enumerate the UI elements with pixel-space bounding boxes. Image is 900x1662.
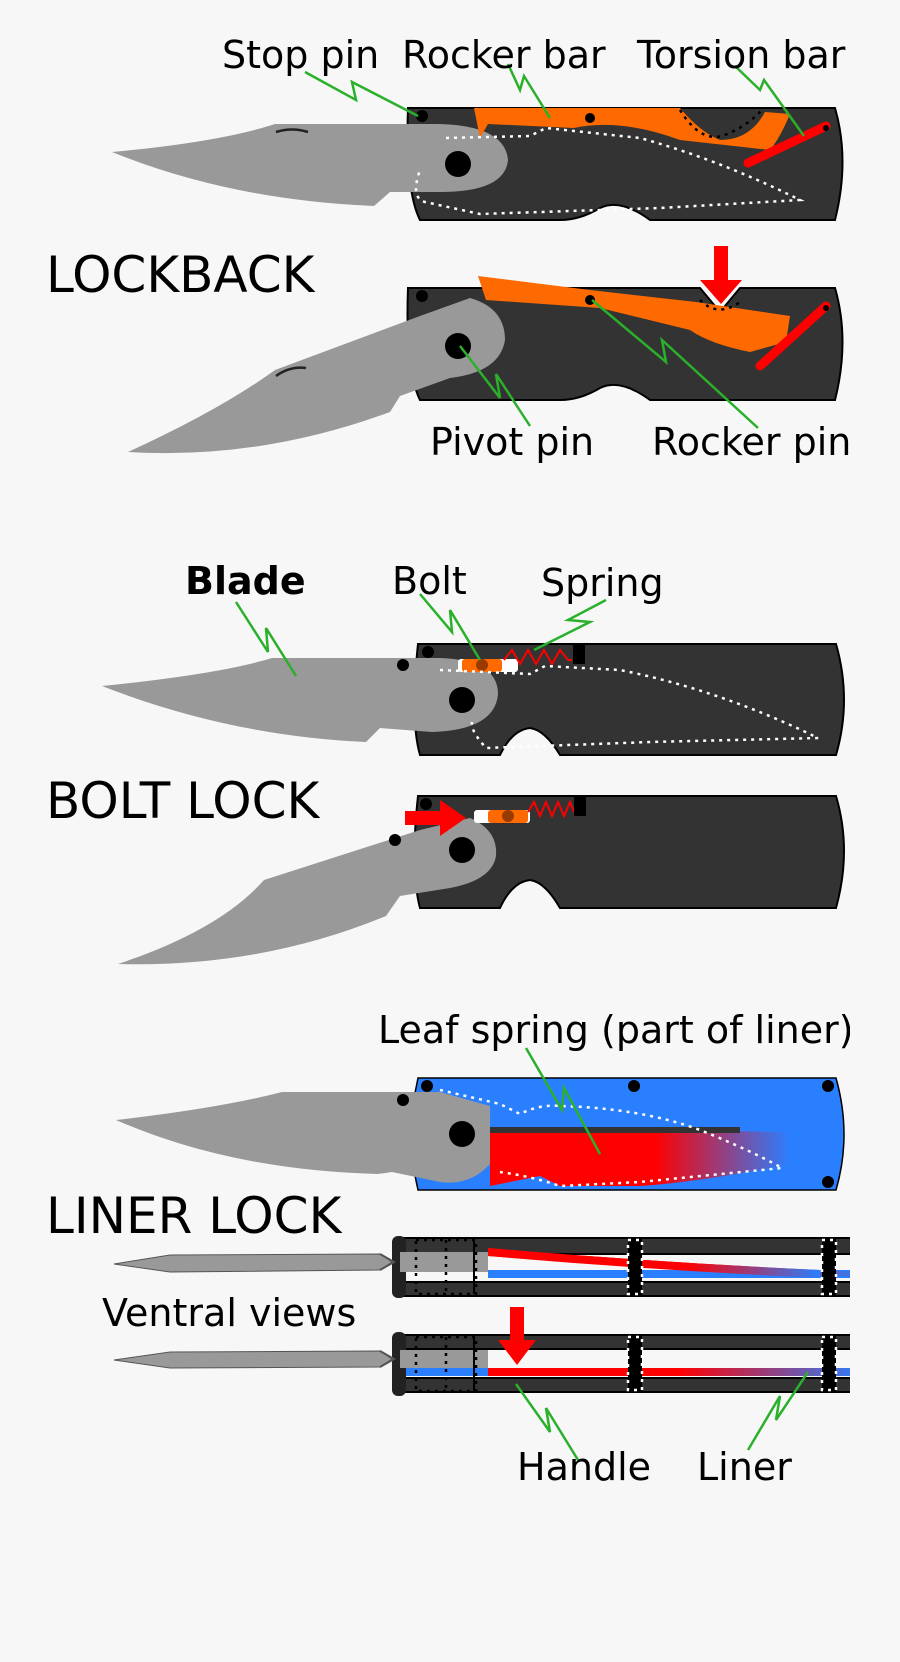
lockback-closing-knife bbox=[128, 246, 844, 454]
spring-stop bbox=[573, 644, 585, 664]
push-arrow bbox=[405, 800, 466, 836]
leaf-spring-bend bbox=[487, 1248, 821, 1278]
pivot-pin bbox=[449, 837, 475, 863]
ventral-view-locked bbox=[113, 1236, 850, 1298]
bolt-lock-title: BOLT LOCK bbox=[46, 772, 321, 830]
torsion-bar-label: Torsion bar bbox=[636, 33, 846, 77]
pivot-pin-label: Pivot pin bbox=[430, 420, 594, 464]
liner-strip bbox=[488, 1270, 850, 1278]
torsion-bar bbox=[743, 121, 831, 168]
leaf-spring bbox=[490, 1128, 790, 1186]
blade-edge bbox=[113, 1253, 393, 1273]
leader-rocker-pin bbox=[591, 299, 759, 429]
rocker-notch-outline bbox=[699, 299, 741, 311]
blade-tang bbox=[400, 1252, 488, 1272]
blade-edge bbox=[113, 1350, 393, 1369]
leaf-spring-edge bbox=[490, 1127, 740, 1133]
blade bbox=[102, 658, 498, 742]
closed-blade-outline bbox=[439, 1088, 787, 1188]
leader-stop-pin bbox=[304, 70, 419, 118]
rocker-pin-label: Rocker pin bbox=[652, 420, 851, 464]
lockback-open-knife bbox=[112, 63, 844, 221]
rocker-bar-label: Rocker bar bbox=[402, 33, 606, 77]
nail-nick bbox=[275, 366, 307, 378]
liner-lock-title: LINER LOCK bbox=[46, 1187, 343, 1245]
nail-nick bbox=[275, 128, 309, 134]
stop-pin bbox=[416, 110, 428, 122]
bolt-lock-open-knife bbox=[102, 593, 845, 756]
spring bbox=[527, 799, 575, 819]
blade bbox=[112, 124, 508, 206]
blade-label: Blade bbox=[185, 559, 306, 603]
blade-tang bbox=[400, 1350, 488, 1368]
torsion-bar bbox=[755, 301, 831, 371]
pivot-pin bbox=[449, 1121, 475, 1147]
stop-pin-label: Stop pin bbox=[222, 33, 379, 77]
leader-liner bbox=[746, 1371, 810, 1451]
rocker-pin bbox=[585, 113, 595, 123]
leader-bolt bbox=[419, 593, 482, 661]
liner-strip bbox=[402, 1368, 850, 1376]
handle bbox=[406, 107, 844, 221]
leader-blade bbox=[234, 601, 298, 677]
rocker-bar bbox=[478, 276, 790, 352]
spring-stop bbox=[574, 796, 586, 816]
lockback-title: LOCKBACK bbox=[46, 246, 316, 304]
leader-handle bbox=[514, 1383, 580, 1461]
bolt-label: Bolt bbox=[392, 559, 467, 603]
ventral-view-release bbox=[113, 1307, 850, 1461]
liner-label: Liner bbox=[697, 1445, 792, 1489]
leader-rocker-bar bbox=[506, 63, 552, 119]
handle-label: Handle bbox=[517, 1445, 651, 1489]
blade bbox=[116, 1092, 490, 1183]
spring-label: Spring bbox=[541, 561, 664, 605]
pivot-pin bbox=[445, 151, 471, 177]
blade bbox=[128, 298, 505, 454]
spring bbox=[503, 647, 572, 667]
leader-spring bbox=[533, 598, 607, 652]
rocker-bar bbox=[474, 108, 790, 150]
bolt-lock-closing-knife bbox=[118, 795, 845, 965]
leader-pivot-pin bbox=[459, 345, 532, 427]
ventral-views-label: Ventral views bbox=[102, 1291, 356, 1335]
pivot-pin bbox=[449, 687, 475, 713]
closed-blade-outline bbox=[439, 664, 819, 750]
blade bbox=[118, 818, 497, 965]
push-arrow bbox=[498, 1307, 536, 1365]
liner-lock-side-knife bbox=[116, 1047, 845, 1191]
leaf-spring-label: Leaf spring (part of liner) bbox=[378, 1008, 854, 1052]
leader-torsion-bar bbox=[734, 65, 806, 137]
stop-pin bbox=[416, 290, 428, 302]
leader-leaf-spring bbox=[524, 1047, 602, 1155]
press-arrow bbox=[700, 246, 742, 304]
rocker-pin bbox=[585, 295, 595, 305]
